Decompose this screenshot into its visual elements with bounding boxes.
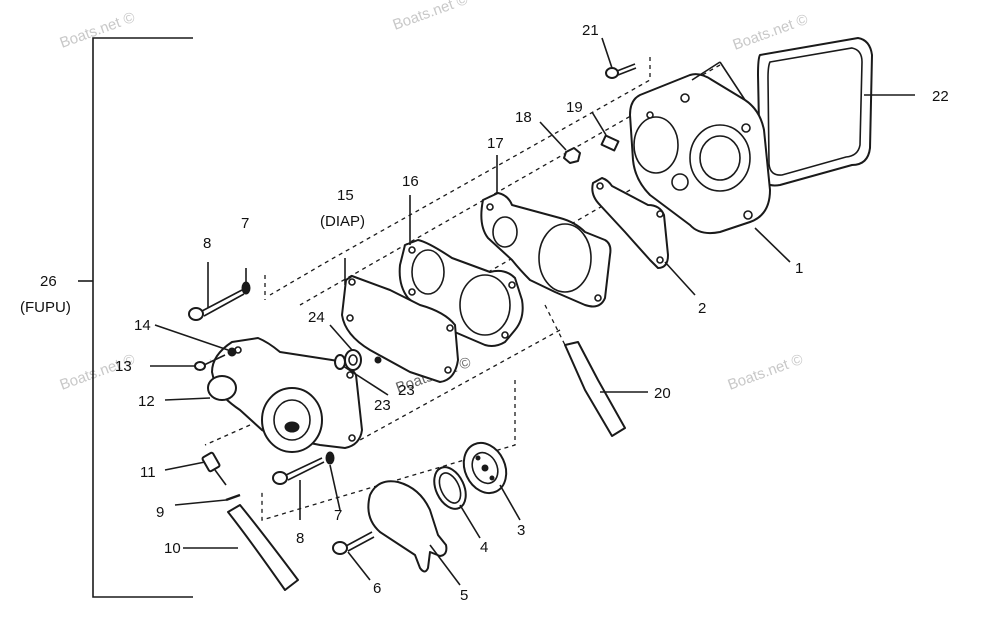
- label-17: 17: [487, 135, 504, 152]
- gasket-2: [591, 177, 669, 269]
- label-16: 16: [402, 173, 419, 190]
- label-19: 19: [566, 99, 583, 116]
- label-10: 10: [164, 540, 181, 557]
- label-21: 21: [582, 22, 599, 39]
- label-13: 13: [115, 358, 132, 375]
- watermark: Boats.net ©: [731, 11, 811, 54]
- screw-21: [605, 63, 637, 79]
- label-26-sub: (FUPU): [20, 299, 71, 316]
- hose-10: [227, 504, 299, 591]
- nut-14: [227, 347, 237, 357]
- leader-lines: [150, 37, 915, 586]
- screw-8-upper: [188, 289, 245, 321]
- clamp-9: [225, 493, 241, 502]
- assembly-bracket: [78, 37, 193, 598]
- label-26: 26: [40, 273, 57, 290]
- pump-housing-12: [207, 337, 363, 453]
- label-20: 20: [654, 385, 671, 402]
- label-1: 1: [795, 260, 803, 277]
- hose-20: [564, 341, 626, 437]
- label-7-lower: 7: [334, 507, 342, 524]
- gasket-16: [398, 239, 524, 347]
- watermark: Boats.net ©: [58, 9, 138, 52]
- label-6: 6: [373, 580, 381, 597]
- watermark: Boats.net ©: [391, 0, 471, 34]
- o-ring-4: [433, 466, 467, 510]
- label-22: 22: [932, 88, 949, 105]
- pump-body-17: [480, 192, 612, 308]
- part-labels: 1 2 3 4 5 6 7 7 8 8 9 10 11 12 13 14 15 …: [20, 22, 949, 604]
- seal-23: [334, 354, 382, 370]
- plug-19: [600, 134, 620, 152]
- pump-cover-1: [629, 61, 771, 235]
- diaphragm-15: [341, 275, 459, 383]
- label-8-lower: 8: [296, 530, 304, 547]
- label-24: 24: [308, 309, 325, 326]
- label-8-upper: 8: [203, 235, 211, 252]
- label-15-sub: (DIAP): [320, 213, 365, 230]
- label-23-a: 23: [374, 397, 391, 414]
- label-9: 9: [156, 504, 164, 521]
- label-15: 15: [337, 187, 354, 204]
- label-11: 11: [140, 464, 156, 481]
- label-3: 3: [517, 522, 525, 539]
- label-12: 12: [138, 393, 155, 410]
- screw-6: [332, 531, 375, 555]
- label-14: 14: [134, 317, 151, 334]
- valve-disc-3: [462, 441, 508, 495]
- fitting-11: [201, 451, 227, 486]
- label-2: 2: [698, 300, 706, 317]
- washer-7-lower: [325, 451, 335, 465]
- screw-8-lower: [272, 457, 325, 485]
- gasket-22: [757, 37, 873, 187]
- label-7-upper: 7: [241, 215, 249, 232]
- washer-24: [344, 349, 362, 371]
- filter-cover-5: [367, 480, 448, 573]
- label-23-b: 23: [398, 382, 415, 399]
- label-5: 5: [460, 587, 468, 604]
- label-18: 18: [515, 109, 532, 126]
- nut-18: [563, 147, 581, 164]
- watermark: Boats.net ©: [726, 351, 806, 394]
- label-4: 4: [480, 539, 488, 556]
